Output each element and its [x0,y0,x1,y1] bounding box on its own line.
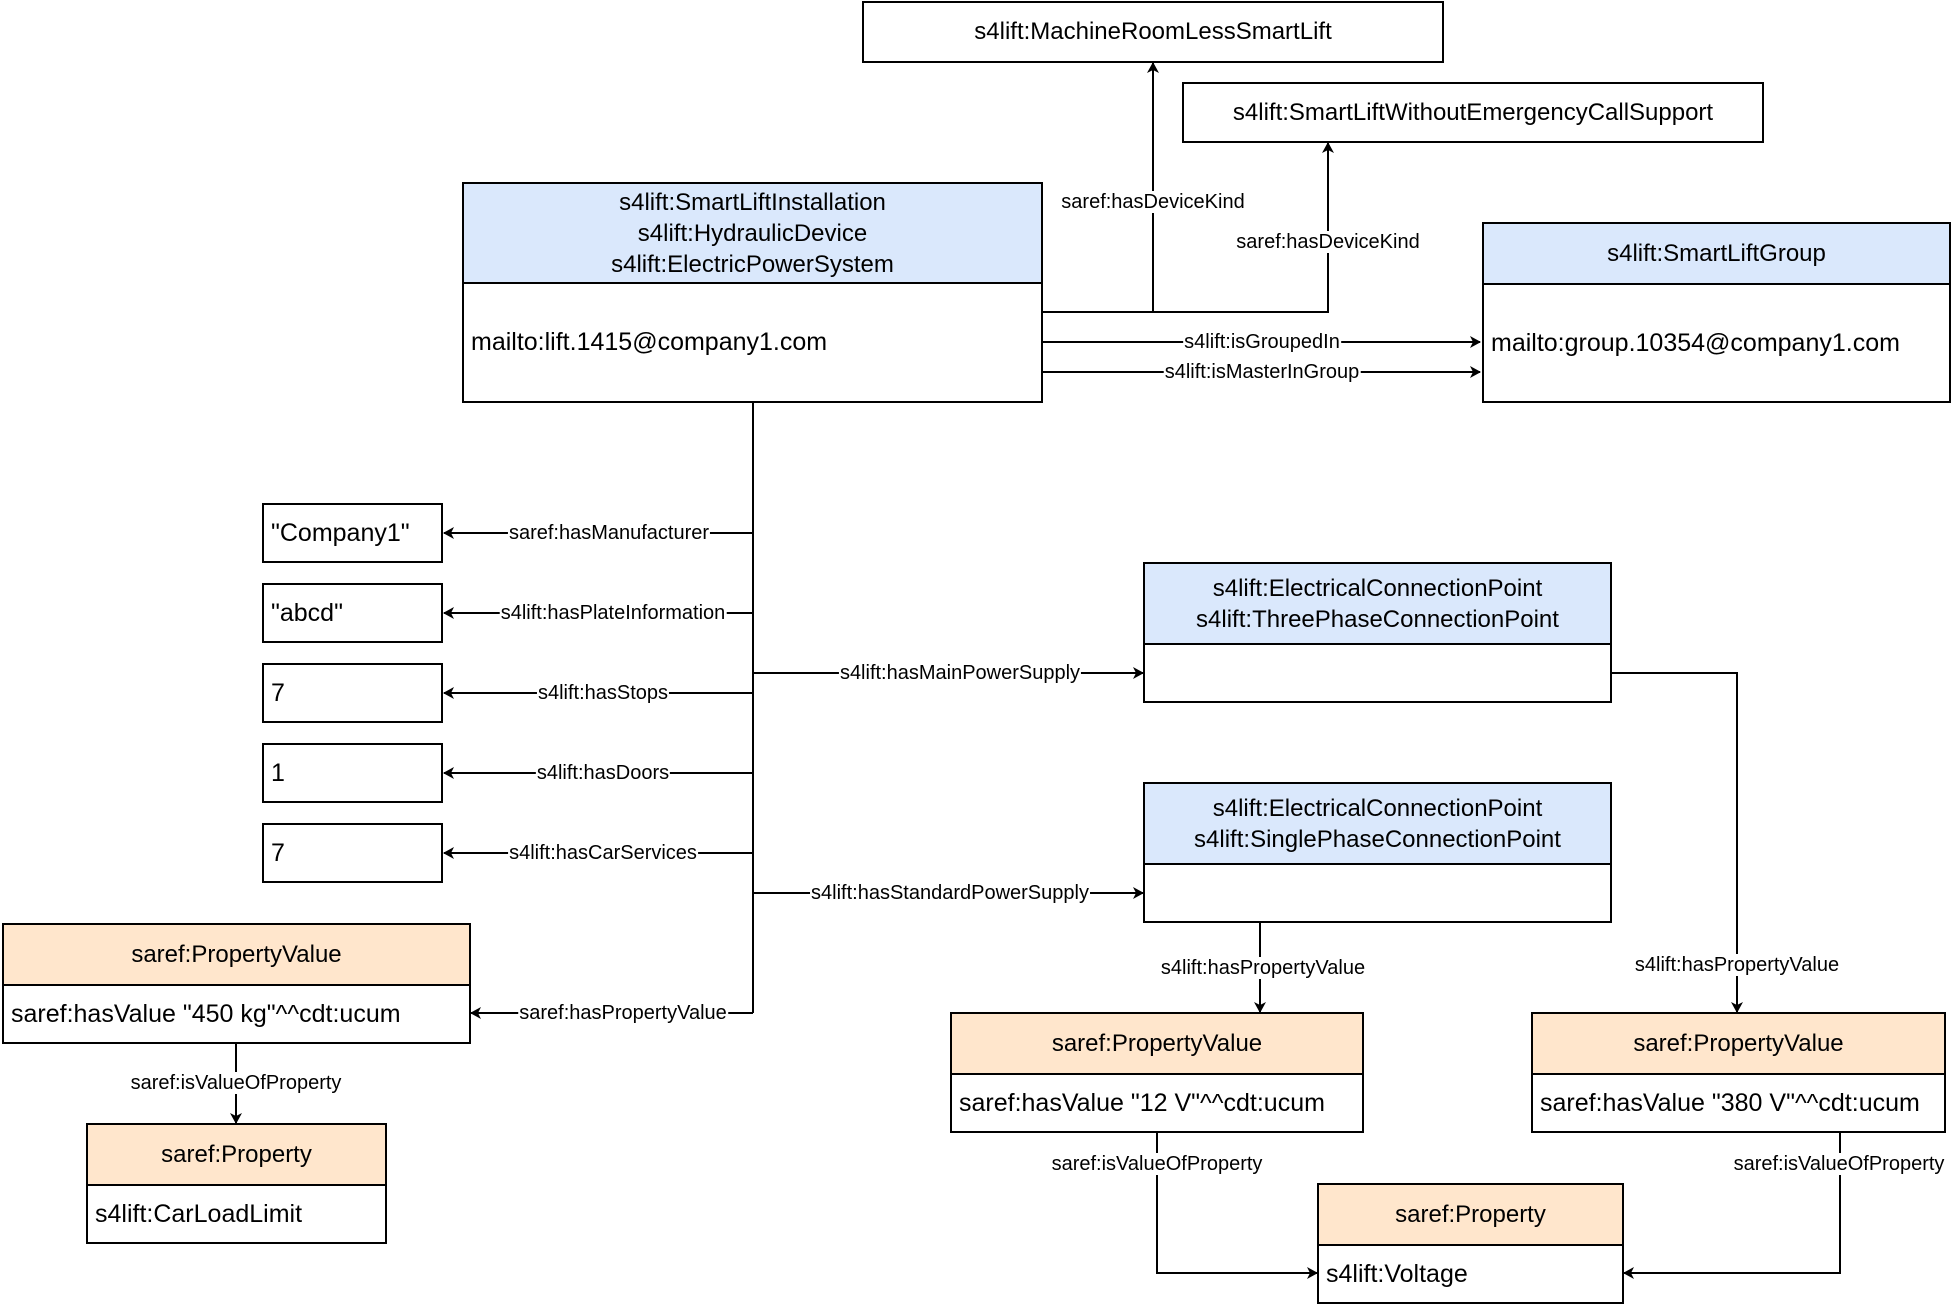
node-12v-property-value: saref:PropertyValue saref:hasValue "12 V… [950,1012,1364,1133]
node-type: saref:Property [88,1125,385,1186]
edge-label-is-value-of-property-load: saref:isValueOfProperty [129,1072,343,1094]
node-uri [1145,645,1610,701]
literal-stops: 7 [262,663,443,723]
node-types: s4lift:ElectricalConnectionPoint s4lift:… [1145,784,1610,865]
node-380v-property-value: saref:PropertyValue saref:hasValue "380 … [1531,1012,1946,1133]
edge-label-has-main-power-supply: s4lift:hasMainPowerSupply [838,662,1082,684]
edge-has-device-kind-1 [1043,62,1159,313]
literal-value: "abcd" [271,598,343,627]
node-value: saref:hasValue "12 V"^^cdt:ucum [959,1088,1325,1117]
node-type: s4lift:SmartLiftGroup [1484,224,1949,285]
edge-has-device-kind-2 [1043,142,1334,313]
node-label: s4lift:MachineRoomLessSmartLift [974,18,1332,45]
node-voltage-property: saref:Property s4lift:Voltage [1317,1183,1624,1304]
node-three-phase-connection-point: s4lift:ElectricalConnectionPoint s4lift:… [1143,562,1612,703]
node-uri: mailto:lift.1415@company1.com [471,328,828,356]
edge-label-has-stops: s4lift:hasStops [536,682,670,704]
type-label: s4lift:HydraulicDevice [637,219,868,247]
node-type: saref:Property [1319,1185,1622,1246]
type-label: s4lift:ElectricPowerSystem [611,250,894,278]
literal-value: 1 [271,758,285,787]
node-type: saref:PropertyValue [952,1014,1362,1075]
node-types: s4lift:SmartLiftInstallation s4lift:Hydr… [464,184,1041,284]
edge-label-has-doors: s4lift:hasDoors [535,762,671,784]
edge-label-has-manufacturer: saref:hasManufacturer [507,522,711,544]
literal-value: "Company1" [271,518,410,547]
node-smart-lift-without-emergency-call-support: s4lift:SmartLiftWithoutEmergencyCallSupp… [1182,82,1764,143]
edge-label-has-property-value-12v: s4lift:hasPropertyValue [1159,957,1367,979]
node-single-phase-connection-point: s4lift:ElectricalConnectionPoint s4lift:… [1143,782,1612,923]
type-label: s4lift:ElectricalConnectionPoint [1212,794,1543,822]
edge-has-property-value-380v [1612,672,1743,1013]
literal-company1: "Company1" [262,503,443,563]
type-label: s4lift:SinglePhaseConnectionPoint [1194,825,1561,853]
edge-label-has-car-services: s4lift:hasCarServices [508,842,698,864]
type-label: s4lift:SmartLiftInstallation [619,188,886,216]
edge-label-has-property-value-380v: s4lift:hasPropertyValue [1633,954,1841,976]
literal-value: 7 [271,678,285,707]
node-value: saref:hasValue "450 kg"^^cdt:ucum [11,999,401,1028]
literal-abcd: "abcd" [262,583,443,643]
type-label: s4lift:ElectricalConnectionPoint [1212,574,1543,602]
type-label: s4lift:ThreePhaseConnectionPoint [1196,605,1559,633]
node-type: saref:PropertyValue [1533,1014,1944,1075]
node-car-load-limit-property: saref:Property s4lift:CarLoadLimit [86,1123,387,1244]
node-value: s4lift:Voltage [1326,1259,1468,1288]
node-label: s4lift:SmartLiftWithoutEmergencyCallSupp… [1232,98,1714,126]
node-smart-lift-group: s4lift:SmartLiftGroup mailto:group.10354… [1482,222,1951,403]
node-value: s4lift:CarLoadLimit [95,1199,303,1228]
edge-label-is-value-of-property-12v: saref:isValueOfProperty [1050,1153,1264,1175]
edge-label-has-standard-power-supply: s4lift:hasStandardPowerSupply [810,882,1090,904]
edge-label-has-device-kind-2: saref:hasDeviceKind [1235,231,1421,253]
node-types: s4lift:ElectricalConnectionPoint s4lift:… [1145,564,1610,645]
node-uri: mailto:group.10354@company1.com [1491,328,1900,357]
literal-doors: 1 [262,743,443,803]
edge-label-is-master-in-group: s4lift:isMasterInGroup [1163,361,1361,383]
edge-label-has-plate-information: s4lift:hasPlateInformation [499,602,727,624]
literal-car-services: 7 [262,823,443,883]
node-machine-room-less-smart-lift: s4lift:MachineRoomLessSmartLift [862,1,1444,63]
literal-value: 7 [271,838,285,867]
node-value: saref:hasValue "380 V"^^cdt:ucum [1540,1088,1920,1117]
node-uri [1145,865,1610,921]
node-smart-lift-installation: s4lift:SmartLiftInstallation s4lift:Hydr… [462,182,1043,403]
node-load-property-value: saref:PropertyValue saref:hasValue "450 … [2,923,471,1044]
edge-is-value-of-property-380v [1623,1133,1841,1279]
edge-label-has-device-kind-1: saref:hasDeviceKind [1060,191,1246,213]
edge-label-has-property-value-load: saref:hasPropertyValue [518,1002,728,1024]
edge-label-is-value-of-property-380v: saref:isValueOfProperty [1732,1153,1946,1175]
edge-is-value-of-property-12v [1156,1133,1318,1279]
edge-label-is-grouped-in: s4lift:isGroupedIn [1183,331,1341,353]
node-type: saref:PropertyValue [4,925,469,986]
